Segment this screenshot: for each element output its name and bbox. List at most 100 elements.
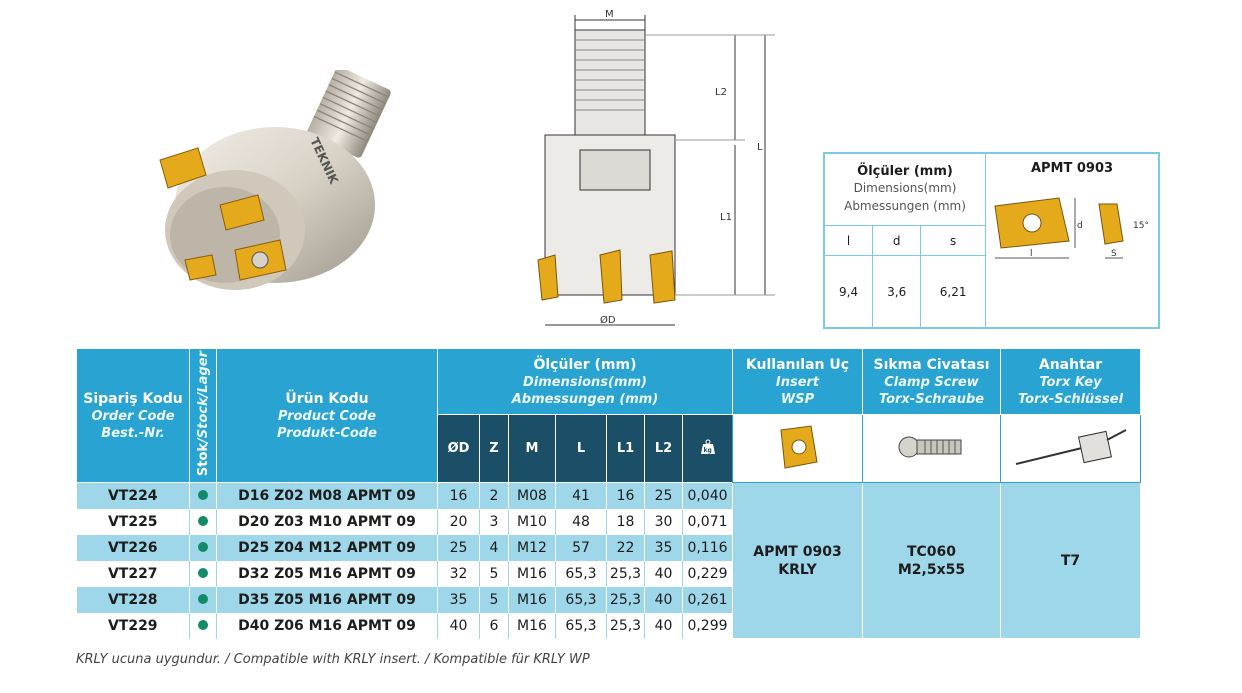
stock-cell [189,534,217,561]
technical-drawing: M L2 L1 L ØD [537,9,775,326]
product-code-cell: D20 Z03 M10 APMT 09 [216,508,438,535]
key-header-title: Anahtar [1038,356,1103,373]
diameter-cell: 35 [437,586,480,613]
length-cell: 65,3 [555,560,607,587]
dimensions-header: Ölçüler (mm) Dimensions(mm) Abmessungen … [437,348,733,415]
order-code-title: Sipariş Kodu [83,390,183,407]
insert-col-l: l [823,225,874,256]
insert-drawing-cell: APMT 0903 d l S 15° [985,153,1159,328]
length2-cell: 40 [644,612,683,639]
insert-dimensions-box: Ölçüler (mm) Dimensions(mm) Abmessungen … [823,152,1160,329]
screw-value-cell-line2: M2,5x55 [897,561,966,578]
product-code-header: Ürün Kodu Product Code Produkt-Code [216,348,438,483]
thread-cell: M16 [508,586,556,613]
dim-label-l2: L2 [715,87,727,98]
order-code-cell: VT228 [76,586,190,613]
weight-icon: kg [700,439,715,454]
weight-cell: 0,040 [682,482,733,509]
teeth-cell: 4 [479,534,509,561]
length1-cell: 18 [606,508,645,535]
in-stock-icon [198,515,208,526]
col-z: Z [479,414,509,483]
screw-header-de: Torx-Schraube [878,391,985,407]
length-cell: 65,3 [555,612,607,639]
stock-header: Stok/Stock/Lager [189,348,217,483]
insert-image-cell [732,414,863,483]
screw-value-cell-line1: TC060 [906,543,957,560]
thread-cell: M12 [508,534,556,561]
insert-label-angle: 15° [1133,221,1149,231]
col-l: L [555,414,607,483]
insert-dims-title: Ölçüler (mm) [857,164,953,179]
key-value-cell-line1: T7 [1060,552,1081,569]
product-code-de: Produkt-Code [277,425,377,441]
length-cell: 41 [555,482,607,509]
product-table: Sipariş Kodu Order Code Best.-Nr. Stok/S… [76,348,1141,639]
in-stock-icon [198,541,208,552]
product-code-cell: D25 Z04 M12 APMT 09 [216,534,438,561]
length2-cell: 40 [644,586,683,613]
diameter-cell: 32 [437,560,480,587]
thread-cell: M16 [508,560,556,587]
insert-header-en: Insert [775,374,820,390]
insert-header-title: Kullanılan Uç [745,356,850,373]
weight-cell: 0,299 [682,612,733,639]
product-code-cell: D40 Z06 M16 APMT 09 [216,612,438,639]
insert-val-d: 3,6 [872,255,922,328]
screw-header-title: Sıkma Civatası [873,356,990,373]
length1-cell: 25,3 [606,612,645,639]
stock-cell [189,508,217,535]
product-code-cell: D32 Z05 M16 APMT 09 [216,560,438,587]
teeth-cell: 3 [479,508,509,535]
length-cell: 48 [555,508,607,535]
insert-icon [779,424,818,469]
dim-label-m: M [605,9,614,20]
in-stock-icon [198,489,208,500]
weight-cell: 0,071 [682,508,733,535]
key-value-cell: T7 [1000,482,1141,639]
torx-key-icon [1015,428,1126,465]
stock-sub: /Stock/Lager [195,350,211,443]
diameter-cell: 40 [437,612,480,639]
length1-cell: 16 [606,482,645,509]
key-header-en: Torx Key [1039,374,1102,390]
length2-cell: 35 [644,534,683,561]
order-code-cell: VT227 [76,560,190,587]
insert-label-l: l [1030,249,1033,259]
insert-drawing: d l S 15° [994,197,1149,259]
order-code-cell: VT224 [76,482,190,509]
dimensions-title: Ölçüler (mm) [533,356,637,373]
length2-cell: 40 [644,560,683,587]
col-m: M [508,414,556,483]
col-l1: L1 [606,414,645,483]
screw-image-cell [862,414,1001,483]
diameter-cell: 20 [437,508,480,535]
order-code-en: Order Code [91,408,175,424]
diameter-cell: 25 [437,534,480,561]
order-code-header: Sipariş Kodu Order Code Best.-Nr. [76,348,190,483]
key-header-de: Torx-Schlüssel [1017,391,1124,407]
stock-cell [189,482,217,509]
product-code-title: Ürün Kodu [285,390,369,407]
stock-cell [189,612,217,639]
insert-header-de: WSP [780,391,815,407]
order-code-cell: VT229 [76,612,190,639]
length-cell: 65,3 [555,586,607,613]
teeth-cell: 5 [479,560,509,587]
insert-dims-sub1: Dimensions(mm) [853,181,957,195]
clamp-screw-icon [898,436,961,457]
screw-header: Sıkma Civatası Clamp Screw Torx-Schraube [862,348,1001,415]
thread-cell: M16 [508,612,556,639]
footnote: KRLY ucuna uygundur. / Compatible with K… [76,652,590,667]
order-code-de: Best.-Nr. [101,425,165,441]
order-code-cell: VT226 [76,534,190,561]
length1-cell: 22 [606,534,645,561]
dim-label-l1: L1 [720,212,732,223]
col-weight: kg [682,414,733,483]
